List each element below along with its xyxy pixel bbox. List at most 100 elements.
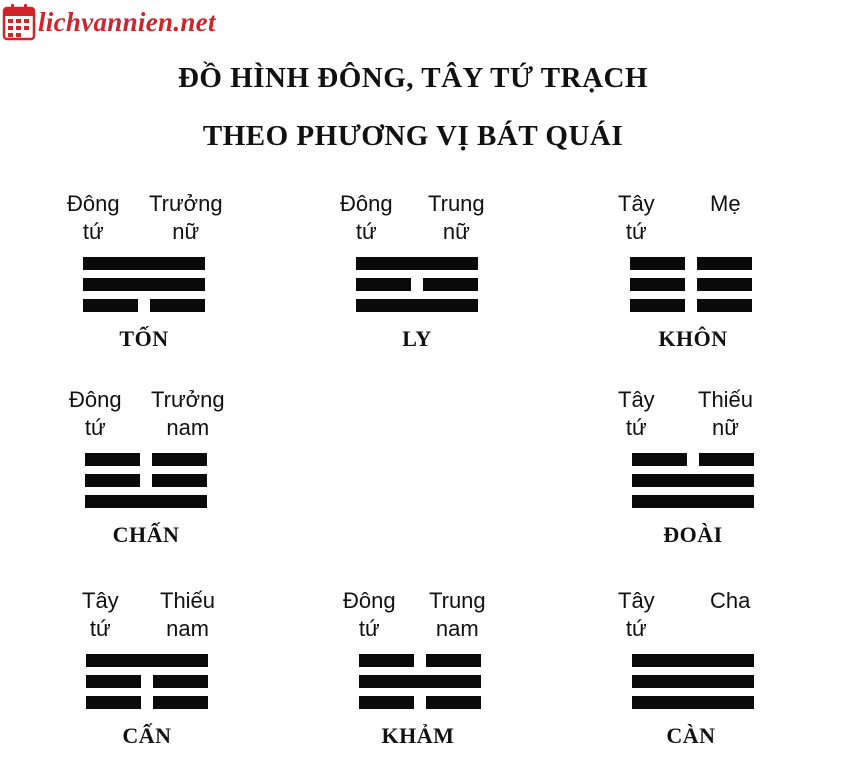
yin-line [359, 654, 481, 667]
group-line-2: tứ [625, 415, 647, 440]
trigram-symbol [83, 257, 205, 320]
line-segment [83, 299, 138, 312]
yang-line [632, 474, 754, 487]
yin-line [86, 675, 208, 688]
line-segment [150, 299, 205, 312]
trigram-name: LY [402, 326, 432, 351]
line-segment [153, 696, 208, 709]
group-line-1: Đông [69, 387, 122, 412]
group-line-2: tứ [89, 616, 111, 641]
line-segment [632, 495, 754, 508]
trigram-name: CHẤN [112, 522, 180, 547]
line-segment [630, 278, 685, 291]
line-segment [152, 474, 207, 487]
trigram-member-label: Thiếu nữ [698, 386, 753, 442]
yin-line [630, 278, 752, 291]
member-line-1: Mẹ [710, 191, 741, 216]
line-segment [356, 278, 411, 291]
line-segment [632, 675, 754, 688]
member-line-2: nam [166, 616, 209, 641]
group-line-2: tứ [355, 219, 377, 244]
line-segment [152, 453, 207, 466]
trigram-group-label: Đông tứ [340, 190, 393, 246]
line-segment [632, 654, 754, 667]
trigram-name: ĐOÀI [663, 522, 723, 547]
trigram-member-label: Mẹ [710, 190, 741, 218]
group-line-2: tứ [358, 616, 380, 641]
trigram-name: CẤN [122, 723, 172, 748]
group-line-2: tứ [625, 616, 647, 641]
group-line-2: tứ [625, 219, 647, 244]
member-line-1: Trung [428, 191, 485, 216]
member-line-1: Thiếu [160, 588, 216, 613]
line-segment [632, 453, 687, 466]
group-line-1: Tây [618, 588, 655, 613]
line-segment [697, 278, 752, 291]
trigram-name: TỐN [119, 326, 169, 351]
member-line-1: Trung [429, 588, 486, 613]
line-segment [630, 299, 685, 312]
trigram-group-label: Tây tứ [618, 386, 655, 442]
line-segment [697, 257, 752, 270]
group-line-1: Đông [340, 191, 393, 216]
yin-line [356, 278, 478, 291]
yin-line [632, 453, 754, 466]
member-line-2: nữ [442, 219, 470, 244]
group-line-1: Tây [618, 387, 655, 412]
line-segment [86, 675, 141, 688]
line-segment [86, 654, 208, 667]
line-segment [153, 675, 208, 688]
yang-line [83, 278, 205, 291]
group-line-1: Đông [67, 191, 120, 216]
site-logo[interactable]: lichvannien.net [2, 2, 216, 42]
yang-line [356, 299, 478, 312]
trigram-symbol [632, 654, 754, 717]
trigram-group-label: Đông tứ [69, 386, 122, 442]
trigram-group-label: Tây tứ [618, 190, 655, 246]
line-segment [356, 299, 478, 312]
line-segment [85, 495, 207, 508]
yin-line [630, 257, 752, 270]
line-segment [83, 257, 205, 270]
trigram-name: CÀN [666, 723, 716, 748]
line-segment [699, 453, 754, 466]
member-line-2: nữ [712, 415, 739, 440]
trigram-member-label: Trung nam [429, 587, 486, 643]
line-segment [85, 474, 140, 487]
line-segment [83, 278, 205, 291]
group-line-1: Đông [343, 588, 396, 613]
yin-line [630, 299, 752, 312]
trigram-member-label: Cha [710, 587, 750, 615]
logo-text: lichvannien.net [38, 6, 216, 37]
page-title: ĐỒ HÌNH ĐÔNG, TÂY TỨ TRẠCH [177, 62, 649, 94]
member-line-1: Trưởng [151, 387, 225, 412]
trigram-symbol [630, 257, 752, 320]
yang-line [632, 654, 754, 667]
trigram-member-label: Thiếu nam [160, 587, 215, 643]
yang-line [86, 654, 208, 667]
yang-line [85, 495, 207, 508]
trigram-symbol [359, 654, 481, 717]
group-line-1: Tây [618, 191, 655, 216]
yin-line [86, 696, 208, 709]
yang-line [359, 675, 481, 688]
trigram-name: KHÔN [658, 326, 728, 351]
line-segment [630, 257, 685, 270]
yang-line [356, 257, 478, 270]
line-segment [426, 696, 481, 709]
yin-line [359, 696, 481, 709]
yang-line [632, 675, 754, 688]
member-line-2: nữ [172, 219, 200, 244]
trigram-symbol [632, 453, 754, 516]
member-line-1: Cha [710, 588, 751, 613]
yang-line [83, 257, 205, 270]
yin-line [85, 453, 207, 466]
group-line-2: tứ [84, 415, 106, 440]
member-line-2: nam [435, 616, 479, 641]
group-line-1: Tây [82, 588, 119, 613]
line-segment [85, 453, 140, 466]
member-line-1: Thiếu [698, 387, 754, 412]
page-subtitle: THEO PHƯƠNG VỊ BÁT QUÁI [202, 120, 624, 152]
